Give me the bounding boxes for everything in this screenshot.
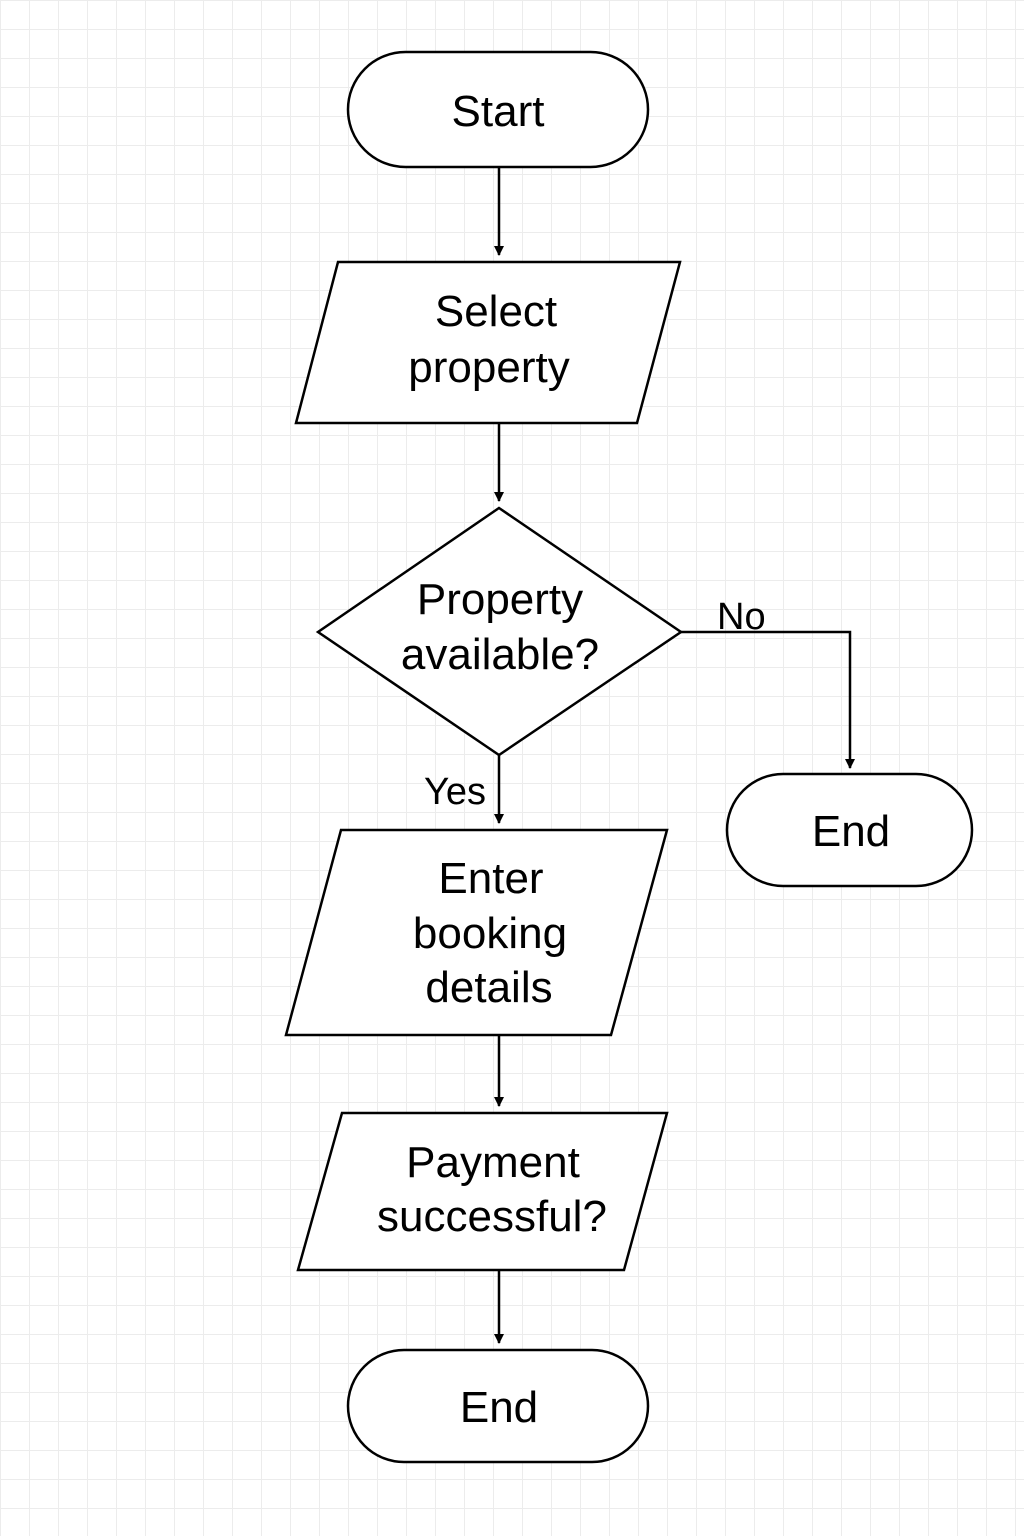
enter-booking-label-line-2: booking <box>413 909 567 958</box>
decision-label-line-1: Property <box>417 575 583 624</box>
enter-booking-label-line-3: details <box>425 963 552 1012</box>
enter-booking-shape <box>284 828 669 1037</box>
select-property-label-line-2: property <box>408 343 569 392</box>
enter-booking-label-line-1: Enter <box>438 854 543 903</box>
start-node: Start <box>346 50 650 169</box>
end-node-final: End <box>346 1348 650 1464</box>
select-property-shape <box>294 260 682 425</box>
decision-diamond-shape <box>315 506 684 757</box>
connectors <box>494 167 855 1344</box>
payment-label-line-1: Payment <box>406 1138 580 1187</box>
branch-label-no: No <box>717 596 766 638</box>
end-final-label: End <box>460 1383 538 1432</box>
arrow-decision-no-to-end <box>681 630 855 769</box>
payment-label-line-2: successful? <box>377 1192 607 1241</box>
end-no-label: End <box>812 807 890 856</box>
payment-node: Payment successful? <box>296 1111 669 1272</box>
enter-booking-node: Enter booking details <box>284 828 669 1037</box>
start-terminator-shape <box>346 50 650 169</box>
select-property-node: Select property <box>294 260 682 425</box>
end-node-no-branch: End <box>725 772 974 888</box>
branch-label-yes: Yes <box>424 771 486 813</box>
select-property-label-line-1: Select <box>435 287 557 336</box>
payment-shape <box>296 1111 669 1272</box>
start-label: Start <box>452 87 545 136</box>
property-available-decision: Property available? <box>315 506 684 757</box>
end-final-terminator-shape <box>346 1348 650 1464</box>
decision-label-line-2: available? <box>401 630 599 679</box>
end-no-terminator-shape <box>725 772 974 888</box>
